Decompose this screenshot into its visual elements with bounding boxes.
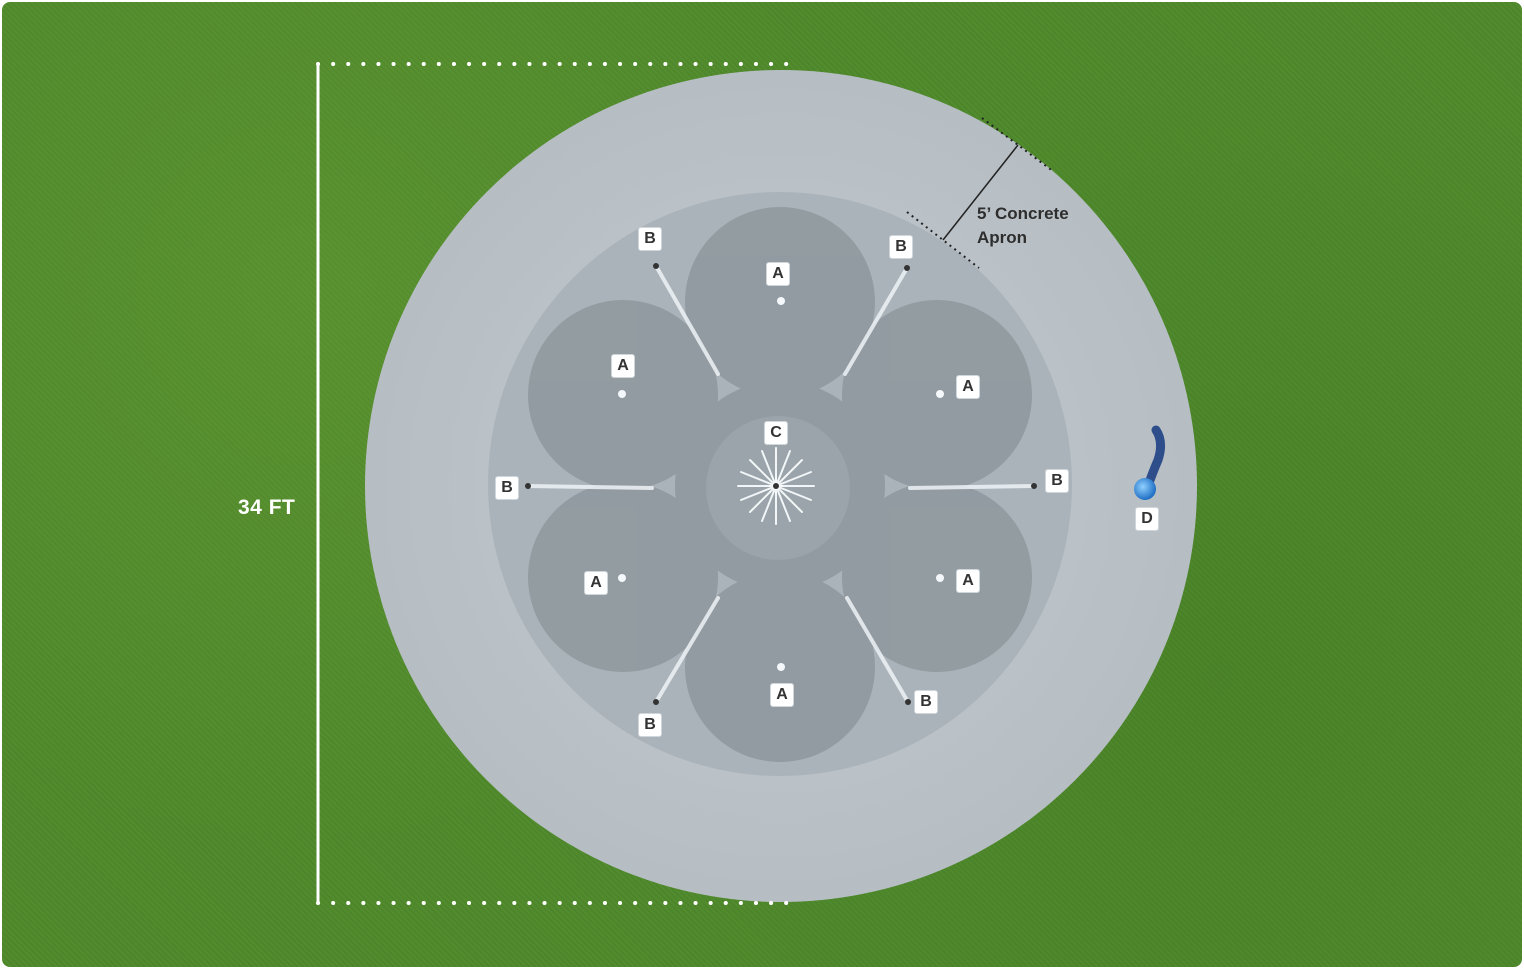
spray-streams	[526, 264, 1036, 704]
dimension-bracket	[316, 62, 789, 905]
jet-nozzles	[618, 297, 944, 671]
apron-callout-line1: 5’ Concrete	[977, 204, 1069, 223]
label-b: B	[889, 235, 913, 259]
apron-callout-line2: Apron	[977, 228, 1028, 247]
label-a: A	[956, 375, 980, 399]
label-c: C	[764, 421, 788, 445]
label-a: A	[584, 571, 608, 595]
label-b: B	[638, 713, 662, 737]
drain-icon	[1134, 478, 1156, 500]
label-b: B	[914, 690, 938, 714]
starburst-fountain	[737, 447, 815, 525]
label-b: B	[495, 476, 519, 500]
dimension-label: 34 FT	[238, 496, 296, 519]
apron-callout-lines	[906, 117, 1055, 269]
label-b: B	[1045, 469, 1069, 493]
label-a: A	[956, 569, 980, 593]
drain-hose	[1143, 425, 1166, 491]
label-a: A	[766, 262, 790, 286]
label-d: D	[1135, 507, 1159, 531]
apron-callout-label: 5’ Concrete Apron	[977, 202, 1069, 250]
label-a: A	[770, 683, 794, 707]
label-b: B	[638, 227, 662, 251]
spray-nozzles	[525, 263, 1037, 705]
starburst-center	[773, 483, 779, 489]
label-a: A	[611, 354, 635, 378]
